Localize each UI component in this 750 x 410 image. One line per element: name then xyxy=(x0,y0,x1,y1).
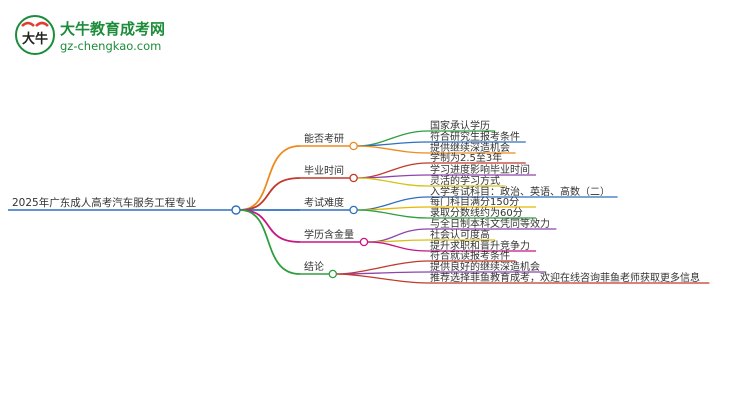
leaf-node-label: 符合研究生报考条件 xyxy=(430,130,520,143)
branch-connector xyxy=(239,209,301,243)
leaf-node-label: 推荐选择菲鱼教育成考，欢迎在线咨询菲鱼老师获取更多信息 xyxy=(430,271,700,284)
leaf-node-label: 与全日制本科文凭同等效力 xyxy=(430,217,550,230)
branch-node-label: 考试难度 xyxy=(304,196,344,209)
branch-node-label: 学历含金量 xyxy=(304,228,354,241)
leaf-connector xyxy=(336,273,429,284)
branch-connector xyxy=(239,177,301,211)
leaf-node-label: 入学考试科目：政治、英语、高数（二） xyxy=(430,185,610,198)
root-node-label: 2025年广东成人高考汽车服务工程专业 xyxy=(12,196,196,209)
branch-node-label: 毕业时间 xyxy=(304,164,344,177)
leaf-node-label: 符合就读报考条件 xyxy=(430,249,510,262)
branch-node-label: 结论 xyxy=(304,260,324,273)
leaf-node-label: 提供良好的继续深造机会 xyxy=(430,260,540,273)
leaf-node-label: 每门科目满分150分 xyxy=(430,195,519,208)
leaf-node-label: 录取分数线约为60分 xyxy=(430,206,523,219)
branch-node-knob[interactable] xyxy=(359,237,369,247)
branch-connector xyxy=(239,145,301,211)
leaf-node-label: 灵活的学习方式 xyxy=(430,174,500,187)
mind-map-nodes: 2025年广东成人高考汽车服务工程专业能否考研国家承认学历符合研究生报考条件提供… xyxy=(12,119,700,284)
logo-site-url: gz-chengkao.com xyxy=(60,39,162,53)
root-node-knob[interactable] xyxy=(231,205,241,215)
leaf-connector xyxy=(357,177,429,187)
leaf-node-label: 提供继续深造机会 xyxy=(430,141,510,154)
site-logo[interactable]: 大牛 大牛教育成考网 gz-chengkao.com xyxy=(14,14,214,62)
branch-node-knob[interactable] xyxy=(349,141,358,151)
leaf-connector xyxy=(357,209,429,219)
leaf-node-label: 学习进度影响毕业时间 xyxy=(430,163,530,176)
leaf-connector xyxy=(367,241,429,252)
leaf-connector xyxy=(357,145,429,154)
logo-mark-text: 大牛 xyxy=(22,31,48,47)
branch-connector xyxy=(239,209,301,275)
mind-map-connectors xyxy=(8,130,710,284)
leaf-node-label: 社会认可度高 xyxy=(430,228,490,241)
leaf-node-label: 提升求职和晋升竞争力 xyxy=(430,239,530,252)
branch-node-label: 能否考研 xyxy=(304,132,344,145)
branch-node-knob[interactable] xyxy=(328,269,338,279)
logo-site-name: 大牛教育成考网 xyxy=(60,20,166,38)
branch-node-knob[interactable] xyxy=(349,205,358,215)
leaf-connector xyxy=(357,141,429,147)
branch-node-knob[interactable] xyxy=(349,173,358,183)
leaf-node-label: 学制为2.5至3年 xyxy=(430,151,502,164)
bull-logo-icon: 大牛 xyxy=(15,15,55,55)
leaf-node-label: 国家承认学历 xyxy=(430,119,490,132)
